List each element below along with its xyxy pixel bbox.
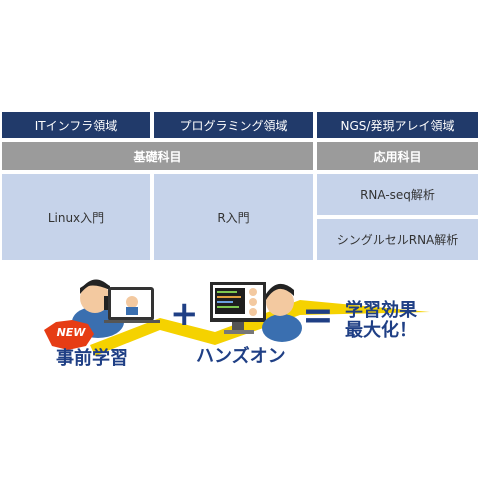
pre-learning-label: 事前学習: [56, 348, 128, 369]
hands-on-label: ハンズオン: [196, 346, 286, 367]
header-programming-label: プログラミング領域: [179, 118, 288, 133]
header-it-infra: ITインフラ領域: [2, 112, 150, 138]
group-applied-label: 応用科目: [373, 149, 422, 164]
course-rnaseq: RNA-seq解析: [317, 174, 478, 215]
group-basic: 基礎科目: [2, 142, 313, 170]
course-singlecell: シングルセルRNA解析: [317, 219, 478, 260]
course-r: R入門: [154, 174, 313, 260]
new-badge-label: NEW: [56, 326, 86, 339]
course-r-label: R入門: [217, 210, 250, 225]
result-line-1: 学習効果: [345, 300, 417, 321]
header-ngs-label: NGS/発現アレイ領域: [340, 118, 455, 133]
header-ngs: NGS/発現アレイ領域: [317, 112, 478, 138]
tablet-icon: [104, 287, 160, 323]
yellow-arrow-icon: [90, 300, 430, 356]
new-badge-icon: [44, 320, 94, 350]
header-it-infra-label: ITインフラ領域: [34, 118, 118, 133]
group-basic-label: 基礎科目: [133, 149, 182, 164]
course-linux: Linux入門: [2, 174, 150, 260]
result-line-2: 最大化！: [345, 320, 417, 341]
person-at-computer-icon: [262, 283, 302, 342]
course-linux-label: Linux入門: [47, 210, 105, 225]
course-singlecell-label: シングルセルRNA解析: [336, 233, 459, 247]
header-programming: プログラミング領域: [154, 112, 313, 138]
monitor-icon: [210, 282, 266, 334]
course-rnaseq-label: RNA-seq解析: [360, 188, 435, 202]
equals-sign: =: [302, 293, 334, 337]
group-applied: 応用科目: [317, 142, 478, 170]
plus-sign: +: [170, 294, 199, 334]
